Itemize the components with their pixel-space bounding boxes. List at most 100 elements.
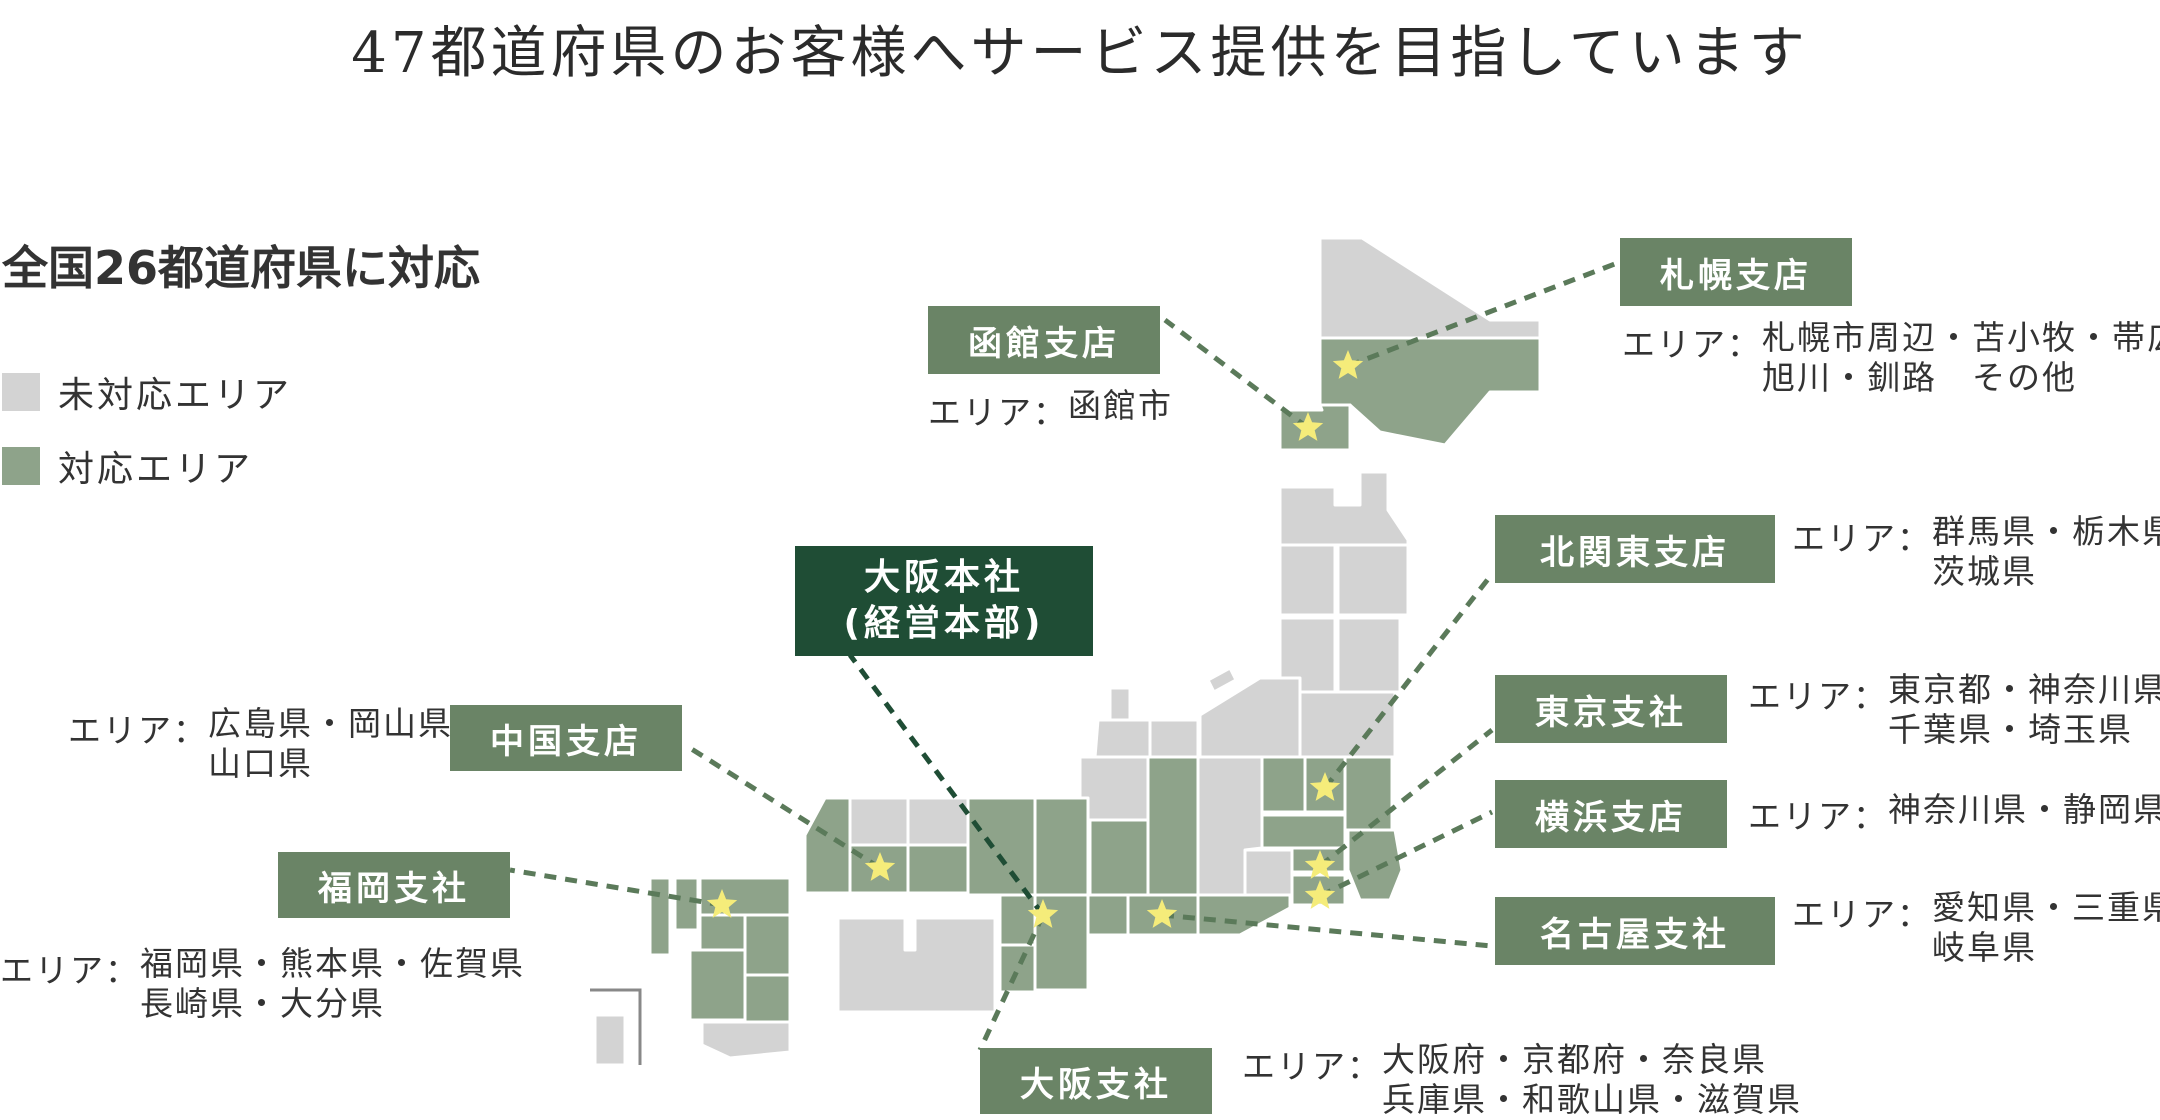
- area-line: 福岡県・熊本県・佐賀県: [140, 944, 525, 983]
- region-sado: [1206, 666, 1238, 694]
- area-line: 神奈川県・静岡県: [1888, 790, 2160, 829]
- osaka-hq-tag: 大阪本社 (経営本部): [795, 546, 1093, 656]
- region-shikoku: [836, 916, 997, 1014]
- legend-supported: 対応エリア: [2, 440, 253, 492]
- leader-line-chugoku: [688, 745, 882, 871]
- region-okayama: [906, 843, 970, 895]
- star-icon-hakodate: [1292, 412, 1324, 441]
- area-line: 茨城県: [1932, 552, 2037, 591]
- hakodate-area-text: エリア： 函館市: [928, 386, 1173, 434]
- area-line: 旭川・釧路 その他: [1762, 358, 2077, 397]
- area-line: 長崎県・大分県: [140, 984, 385, 1023]
- star-icon-fukuoka: [706, 889, 738, 918]
- osaka-branch-tag: 大阪支社: [980, 1048, 1212, 1114]
- star-icon-chugoku: [864, 852, 896, 881]
- region-shiga: [1088, 818, 1150, 897]
- area-prefix: エリア：: [1748, 677, 1888, 716]
- legend-label-unsupported: 未対応エリア: [58, 375, 293, 416]
- area-line: 大阪府・京都府・奈良県: [1382, 1040, 1767, 1079]
- chugoku-area-text: エリア： 広島県・岡山県 山口県: [68, 704, 453, 784]
- fukuoka-area-text: エリア： 福岡県・熊本県・佐賀県 長崎県・大分県: [0, 944, 525, 1024]
- region-tsushima-a: [648, 876, 672, 957]
- leader-line-nagoya: [1161, 912, 1493, 949]
- region-hokkaido-north: [1318, 236, 1542, 340]
- region-ishikawa: [1093, 718, 1152, 759]
- star-icon-yokohama: [1304, 880, 1336, 909]
- region-shizuoka: [1196, 893, 1292, 937]
- region-kagoshima: [700, 1020, 792, 1060]
- region-hokkaido-south: [1318, 336, 1542, 447]
- area-line: 愛知県・三重県: [1932, 888, 2160, 927]
- osaka-hq-subname: (経営本部): [843, 603, 1045, 644]
- star-icon-osaka: [1027, 899, 1059, 928]
- area-line: 札幌市周辺・苫小牧・帯広: [1762, 318, 2160, 357]
- region-oita: [743, 913, 792, 977]
- region-iwate: [1336, 543, 1410, 617]
- leader-line-hakodate: [1163, 318, 1310, 430]
- region-toyama: [1148, 718, 1200, 759]
- leader-line-yokohama: [1318, 809, 1494, 899]
- kitakanto-area-text: エリア： 群馬県・栃木県 茨城県: [1792, 512, 2160, 592]
- region-kyoto: [1033, 796, 1090, 897]
- region-tottori: [848, 796, 910, 847]
- page-title: 47都道府県のお客様へサービス提供を目指しています: [351, 21, 1809, 86]
- region-ibaraki: [1343, 755, 1394, 832]
- region-nagasaki: [688, 948, 747, 1022]
- star-icon-sapporo: [1332, 350, 1364, 379]
- leader-line-fukuoka: [509, 867, 723, 908]
- star-icon-tokyo: [1304, 850, 1336, 879]
- leader-line-tokyo: [1318, 728, 1494, 868]
- area-line: 広島県・岡山県: [208, 704, 453, 743]
- legend-unsupported: 未対応エリア: [2, 366, 292, 418]
- area-prefix: エリア：: [1622, 325, 1762, 364]
- leader-line-osaka-hq: [847, 653, 1046, 917]
- tokyo-area-text: エリア： 東京都・神奈川県 千葉県・埼玉県: [1748, 670, 2160, 750]
- region-niigata: [1198, 676, 1302, 759]
- yokohama-branch-tag: 横浜支店: [1495, 780, 1727, 848]
- fukuoka-branch-tag: 福岡支社: [278, 852, 510, 918]
- legend-label-supported: 対応エリア: [58, 449, 254, 490]
- star-icon-nagoya: [1146, 899, 1178, 928]
- region-akita: [1278, 543, 1337, 617]
- osaka-area-text: エリア： 大阪府・京都府・奈良県 兵庫県・和歌山県・滋賀県: [1242, 1040, 1802, 1120]
- area-prefix: エリア：: [1792, 895, 1932, 934]
- area-line: 千葉県・埼玉県: [1888, 710, 2133, 749]
- star-icon-kitakanto: [1309, 772, 1341, 801]
- region-saitama: [1260, 813, 1347, 850]
- region-fukui: [1078, 755, 1150, 822]
- region-okinawa: [593, 1013, 627, 1067]
- region-tsushima-b: [673, 876, 700, 932]
- nagoya-branch-tag: 名古屋支社: [1495, 897, 1775, 965]
- area-prefix: エリア：: [68, 711, 208, 750]
- area-line: 群馬県・栃木県: [1932, 512, 2160, 551]
- legend-swatch-supported: [2, 447, 40, 485]
- region-aomori: [1278, 470, 1410, 547]
- area-line: 山口県: [208, 744, 313, 783]
- region-gunma: [1260, 755, 1307, 814]
- region-saga: [698, 913, 747, 952]
- yokohama-area-text: エリア： 神奈川県・静岡県: [1748, 790, 2160, 838]
- osaka-hq-name: 大阪本社: [863, 557, 1024, 598]
- area-prefix: エリア：: [928, 393, 1068, 432]
- region-hyogo: [966, 796, 1037, 897]
- legend-swatch-unsupported: [2, 373, 40, 411]
- area-prefix: エリア：: [1242, 1047, 1382, 1086]
- area-prefix: エリア：: [1748, 797, 1888, 836]
- leader-line-kitakanto: [1323, 572, 1494, 790]
- area-prefix: エリア：: [0, 951, 140, 990]
- area-prefix: エリア：: [1792, 519, 1932, 558]
- region-noto: [1108, 686, 1132, 722]
- office-stars: [706, 350, 1364, 928]
- region-kumamoto: [743, 973, 792, 1024]
- region-yamaguchi: [803, 796, 852, 895]
- leader-line-sapporo: [1347, 259, 1621, 369]
- area-line: 東京都・神奈川県: [1888, 670, 2160, 709]
- nagoya-area-text: エリア： 愛知県・三重県 岐阜県: [1792, 888, 2160, 968]
- coverage-subtitle: 全国26都道府県に対応: [2, 241, 481, 295]
- okinawa-inset-frame: [590, 988, 642, 1065]
- kitakanto-branch-tag: 北関東支店: [1495, 515, 1775, 583]
- area-line: 兵庫県・和歌山県・滋賀県: [1382, 1080, 1802, 1119]
- region-shimane: [906, 796, 970, 847]
- area-line: 函館市: [1068, 386, 1173, 425]
